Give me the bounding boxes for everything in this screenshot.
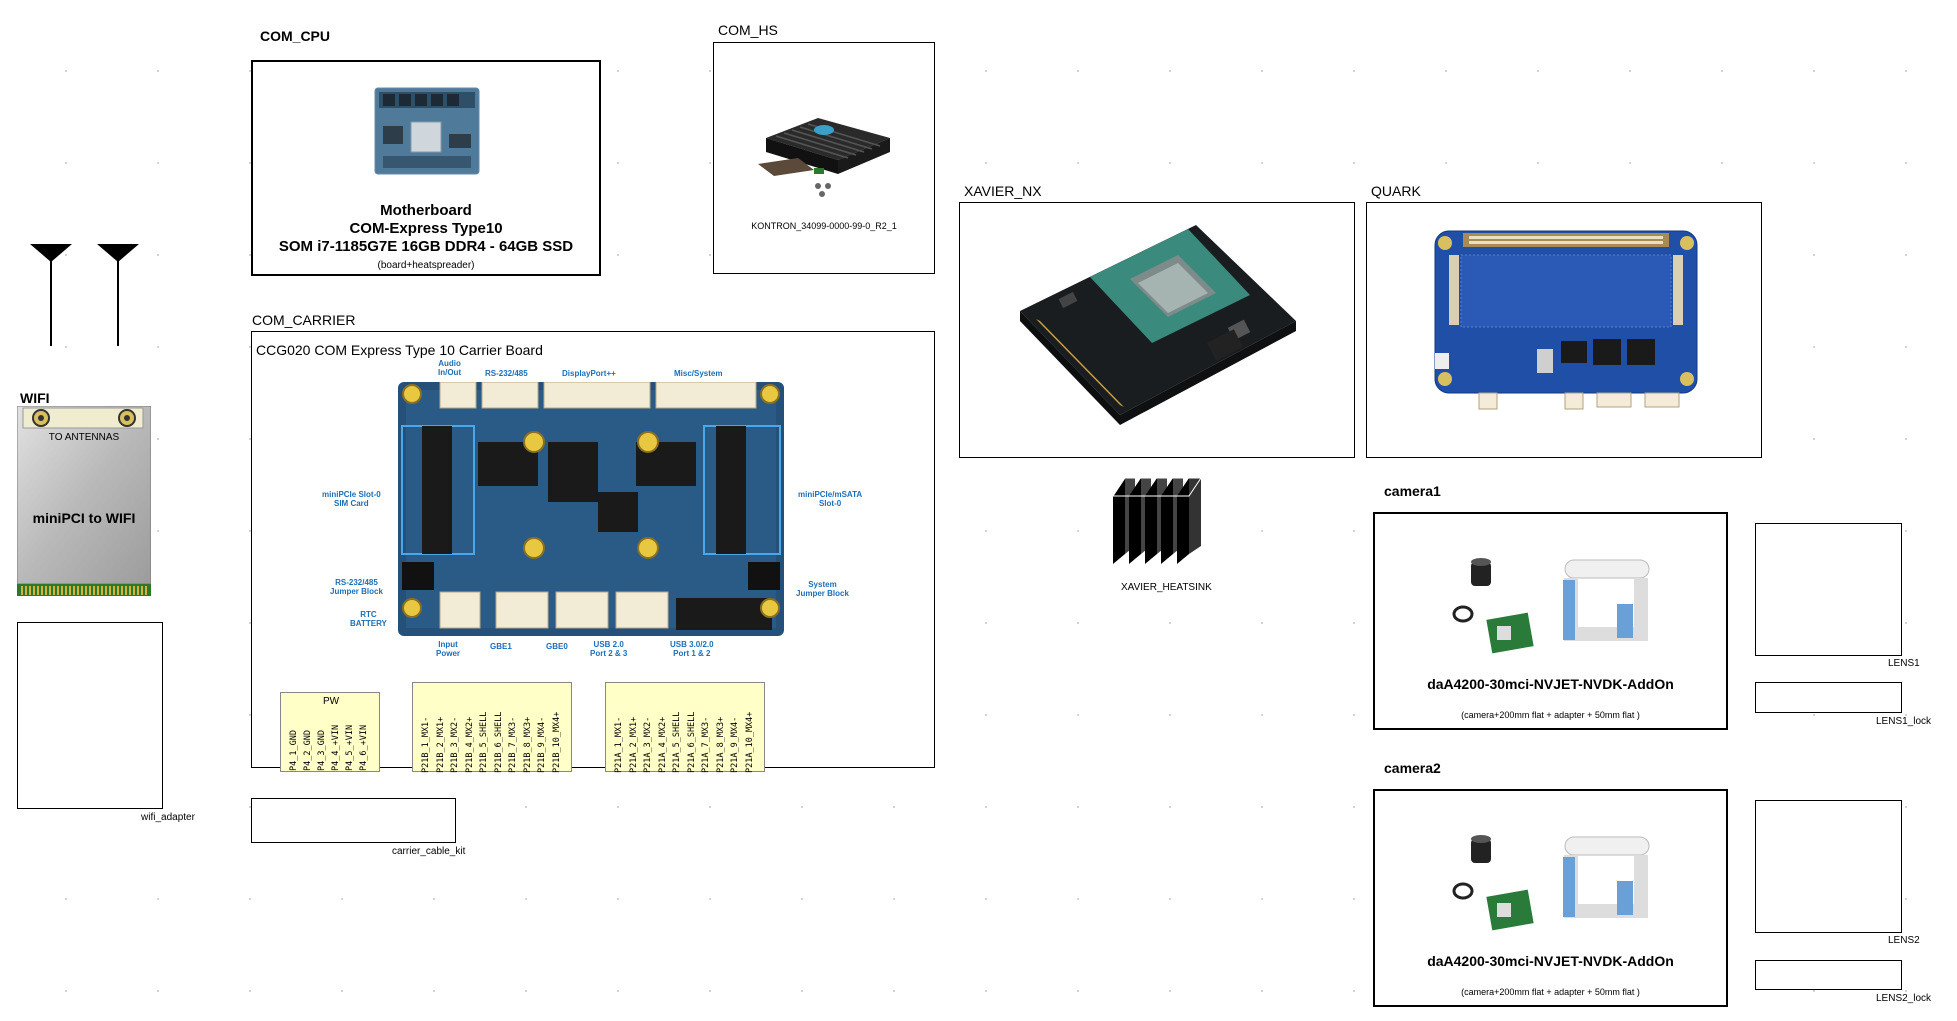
board-label-rtc: RTCBATTERY — [350, 610, 387, 628]
p21a-pin: P21A_3_MX2- — [643, 717, 653, 773]
p21a-pin: P21A_5_SHELL — [672, 712, 682, 773]
board-label-minipcie-msata: miniPCIe/mSATASlot-0 — [798, 490, 862, 508]
board-label-usb30: USB 3.0/2.0Port 1 & 2 — [670, 640, 714, 658]
lens1-label: LENS1 — [1888, 658, 1920, 669]
p21a-pin: P21A_1_MX1- — [614, 717, 624, 773]
com-hs-title: COM_HS — [718, 22, 778, 38]
xavier-heatsink-label: XAVIER_HEATSINK — [1121, 582, 1212, 593]
lens2-lock-box[interactable] — [1755, 960, 1902, 990]
com-cpu-title: COM_CPU — [260, 28, 330, 44]
board-label-audio: AudioIn/Out — [438, 359, 461, 377]
p21a-pin: P21A_4_MX2+ — [658, 717, 668, 773]
pw-connector[interactable]: PW P4_1_GND P4_2_GND P4_3_GND P4_4_+VIN P4_5… — [280, 692, 380, 772]
camera1-kit-image — [1445, 554, 1655, 664]
p21a-connector[interactable]: P21A_1_MX1- P21A_2_MX1+ P21A_3_MX2- P21A_4_… — [605, 682, 765, 772]
pw-pin: P4_2_GND — [303, 730, 313, 771]
pw-pin: P4_4_+VIN — [331, 725, 341, 771]
camera1-model: daA4200-30mci-NVJET-NVDK-AddOn — [1375, 676, 1726, 692]
carrier-board-name: CCG020 COM Express Type 10 Carrier Board — [256, 342, 543, 358]
com-cpu-line2: COM-Express Type10 — [253, 220, 599, 238]
com-cpu-box[interactable]: Motherboard COM-Express Type10 SOM i7-11… — [251, 60, 601, 276]
xavier-box[interactable] — [959, 202, 1355, 458]
p21a-pin: P21A_2_MX1+ — [629, 717, 639, 773]
quark-box[interactable] — [1366, 202, 1762, 458]
p21b-pin: P21B_4_MX2+ — [465, 717, 475, 773]
board-label-system-jumper: SystemJumper Block — [796, 580, 849, 598]
pw-pin: P4_3_GND — [317, 730, 327, 771]
com-hs-box[interactable]: KONTRON_34099-0000-99-0_R2_1 — [713, 42, 935, 274]
lens2-label: LENS2 — [1888, 935, 1920, 946]
p21a-pin: P21A_10_MX4+ — [745, 712, 755, 773]
p21b-pin: P21B_6_SHELL — [494, 712, 504, 773]
wifi-antennas-label: TO ANTENNAS — [17, 432, 151, 443]
quark-board-image — [1433, 229, 1699, 435]
p21a-pin: P21A_6_SHELL — [687, 712, 697, 773]
wifi-title: WIFI — [20, 390, 50, 406]
pw-pin: P4_1_GND — [289, 730, 299, 771]
camera2-kit-image — [1445, 831, 1655, 941]
carrier-board-image — [398, 382, 784, 636]
p21b-connector[interactable]: P21B_1_MX1- P21B_2_MX1+ P21B_3_MX2- P21B_4_… — [412, 682, 572, 772]
p21b-pin: P21B_7_MX3- — [508, 717, 518, 773]
carrier-cable-kit-box[interactable] — [251, 798, 456, 843]
lens2-box[interactable] — [1755, 800, 1902, 933]
xavier-title: XAVIER_NX — [964, 183, 1042, 199]
com-hs-part: KONTRON_34099-0000-99-0_R2_1 — [714, 221, 934, 231]
pw-pin: P4_6_+VIN — [359, 725, 369, 771]
board-label-rs232-jumper: RS-232/485Jumper Block — [330, 578, 383, 596]
lens1-box[interactable] — [1755, 523, 1902, 656]
wifi-module[interactable]: TO ANTENNAS miniPCI to WIFI — [17, 406, 151, 596]
com-carrier-title: COM_CARRIER — [252, 312, 355, 328]
wifi-module-label: miniPCI to WIFI — [17, 510, 151, 526]
com-cpu-line3: SOM i7-1185G7E 16GB DDR4 - 64GB SSD — [253, 238, 599, 256]
p21b-pin: P21B_5_SHELL — [479, 712, 489, 773]
camera1-box[interactable]: daA4200-30mci-NVJET-NVDK-AddOn (camera+2… — [1373, 512, 1728, 730]
board-label-misc: Misc/System — [674, 369, 722, 378]
carrier-cable-kit-label: carrier_cable_kit — [392, 846, 465, 857]
board-label-gbe1: GBE1 — [490, 642, 512, 651]
lens1-lock-box[interactable] — [1755, 682, 1902, 713]
com-cpu-board-image — [373, 86, 483, 178]
board-label-rs232: RS-232/485 — [485, 369, 528, 378]
com-cpu-line1: Motherboard — [253, 202, 599, 220]
p21b-pin: P21B_2_MX1+ — [436, 717, 446, 773]
p21b-pin: P21B_3_MX2- — [450, 717, 460, 773]
xavier-module-image — [1020, 225, 1296, 435]
heatspreader-image — [758, 98, 898, 198]
lens1-lock-label: LENS1_lock — [1876, 716, 1931, 727]
wifi-adapter-label: wifi_adapter — [141, 812, 195, 823]
camera1-title: camera1 — [1384, 483, 1441, 499]
xavier-heatsink-image — [1111, 474, 1206, 566]
wifi-adapter-box[interactable] — [17, 622, 163, 809]
p21a-pin: P21A_7_MX3- — [701, 717, 711, 773]
p21a-pin: P21A_8_MX3+ — [716, 717, 726, 773]
antenna-symbols — [25, 238, 145, 348]
camera2-model: daA4200-30mci-NVJET-NVDK-AddOn — [1375, 953, 1726, 969]
p21a-pin: P21A_9_MX4- — [730, 717, 740, 773]
board-label-input-power: InputPower — [436, 640, 460, 658]
camera2-title: camera2 — [1384, 760, 1441, 776]
lens2-lock-label: LENS2_lock — [1876, 993, 1931, 1004]
camera2-note: (camera+200mm flat + adapter + 50mm flat… — [1375, 987, 1726, 997]
camera1-note: (camera+200mm flat + adapter + 50mm flat… — [1375, 710, 1726, 720]
p21b-pin: P21B_10_MX4+ — [552, 712, 562, 773]
com-cpu-note: (board+heatspreader) — [253, 260, 599, 271]
quark-title: QUARK — [1371, 183, 1421, 199]
p21b-pin: P21B_9_MX4- — [537, 717, 547, 773]
board-label-usb20: USB 2.0Port 2 & 3 — [590, 640, 627, 658]
board-label-minipcie-sim: miniPCIe Slot-0SIM Card — [322, 490, 381, 508]
pw-pin: P4_5_+VIN — [345, 725, 355, 771]
board-label-gbe0: GBE0 — [546, 642, 568, 651]
pw-connector-title: PW — [281, 696, 381, 707]
camera2-box[interactable]: daA4200-30mci-NVJET-NVDK-AddOn (camera+2… — [1373, 789, 1728, 1007]
p21b-pin: P21B_8_MX3+ — [523, 717, 533, 773]
p21b-pin: P21B_1_MX1- — [421, 717, 431, 773]
board-label-displayport: DisplayPort++ — [562, 369, 616, 378]
